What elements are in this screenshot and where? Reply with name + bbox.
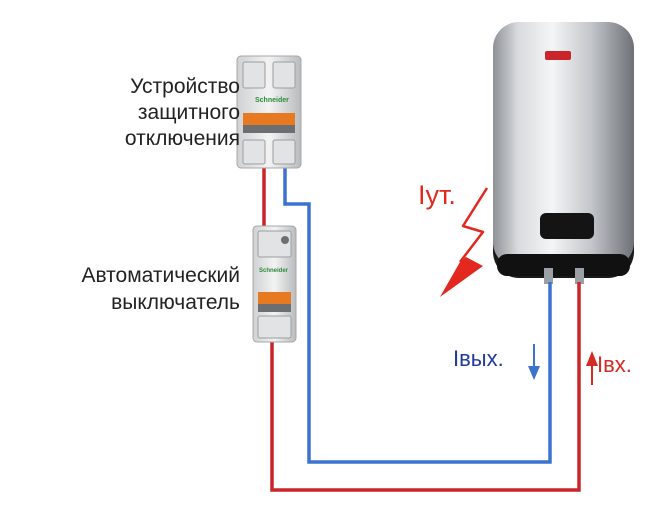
rcd-bottom-terminal-right [272,139,296,165]
rcd-label-line-1: Устройство [130,75,240,98]
leak-arrowhead [440,257,483,297]
leak-current-label: Iут. [418,180,456,210]
leak-bolt [459,187,489,263]
outlet-pipe [544,268,553,284]
in-current-label: Iвх. [597,352,632,377]
current-arrows [528,344,598,385]
rcd-label-line-2: защитного [137,101,240,124]
rcd-label-line-3: отключения [124,127,240,150]
breaker-dark-band [258,304,291,312]
water-heater [493,22,634,284]
breaker-label: Автоматический выключатель [34,262,240,316]
heater-body [493,22,634,268]
out-current-arrowhead [528,366,540,380]
rcd-terminal-right [272,61,296,89]
circuit-breaker-device: Schneider [252,225,297,343]
breaker-label-line-1: Автоматический [81,264,240,287]
heater-bottom-cap [497,254,630,276]
rcd-brand: Schneider [255,97,289,104]
in-current-arrowhead [586,351,598,366]
breaker-top-terminal [257,230,292,258]
heater-logo [545,51,571,60]
rcd-bottom-terminal-left [242,139,266,165]
breaker-bottom-terminal [257,315,292,339]
breaker-orange-band [258,292,291,304]
wires [262,168,581,492]
rcd-dark-band [243,125,295,133]
phase-wire-loop [270,282,581,492]
breaker-label-line-2: выключатель [111,291,240,314]
neutral-wire-loop [283,168,552,464]
rcd-device: Schneider [236,55,302,169]
breaker-screw [281,236,289,244]
rcd-label: Устройство защитного отключения [60,74,240,152]
breaker-brand: Schneider [259,268,289,274]
inlet-pipe [575,268,584,284]
rcd-terminal-left [242,61,266,89]
out-current-label: Iвых. [453,346,504,371]
rcd-orange-band [243,113,295,125]
heater-control-panel [540,213,594,239]
leak-current-arrow [440,187,489,297]
